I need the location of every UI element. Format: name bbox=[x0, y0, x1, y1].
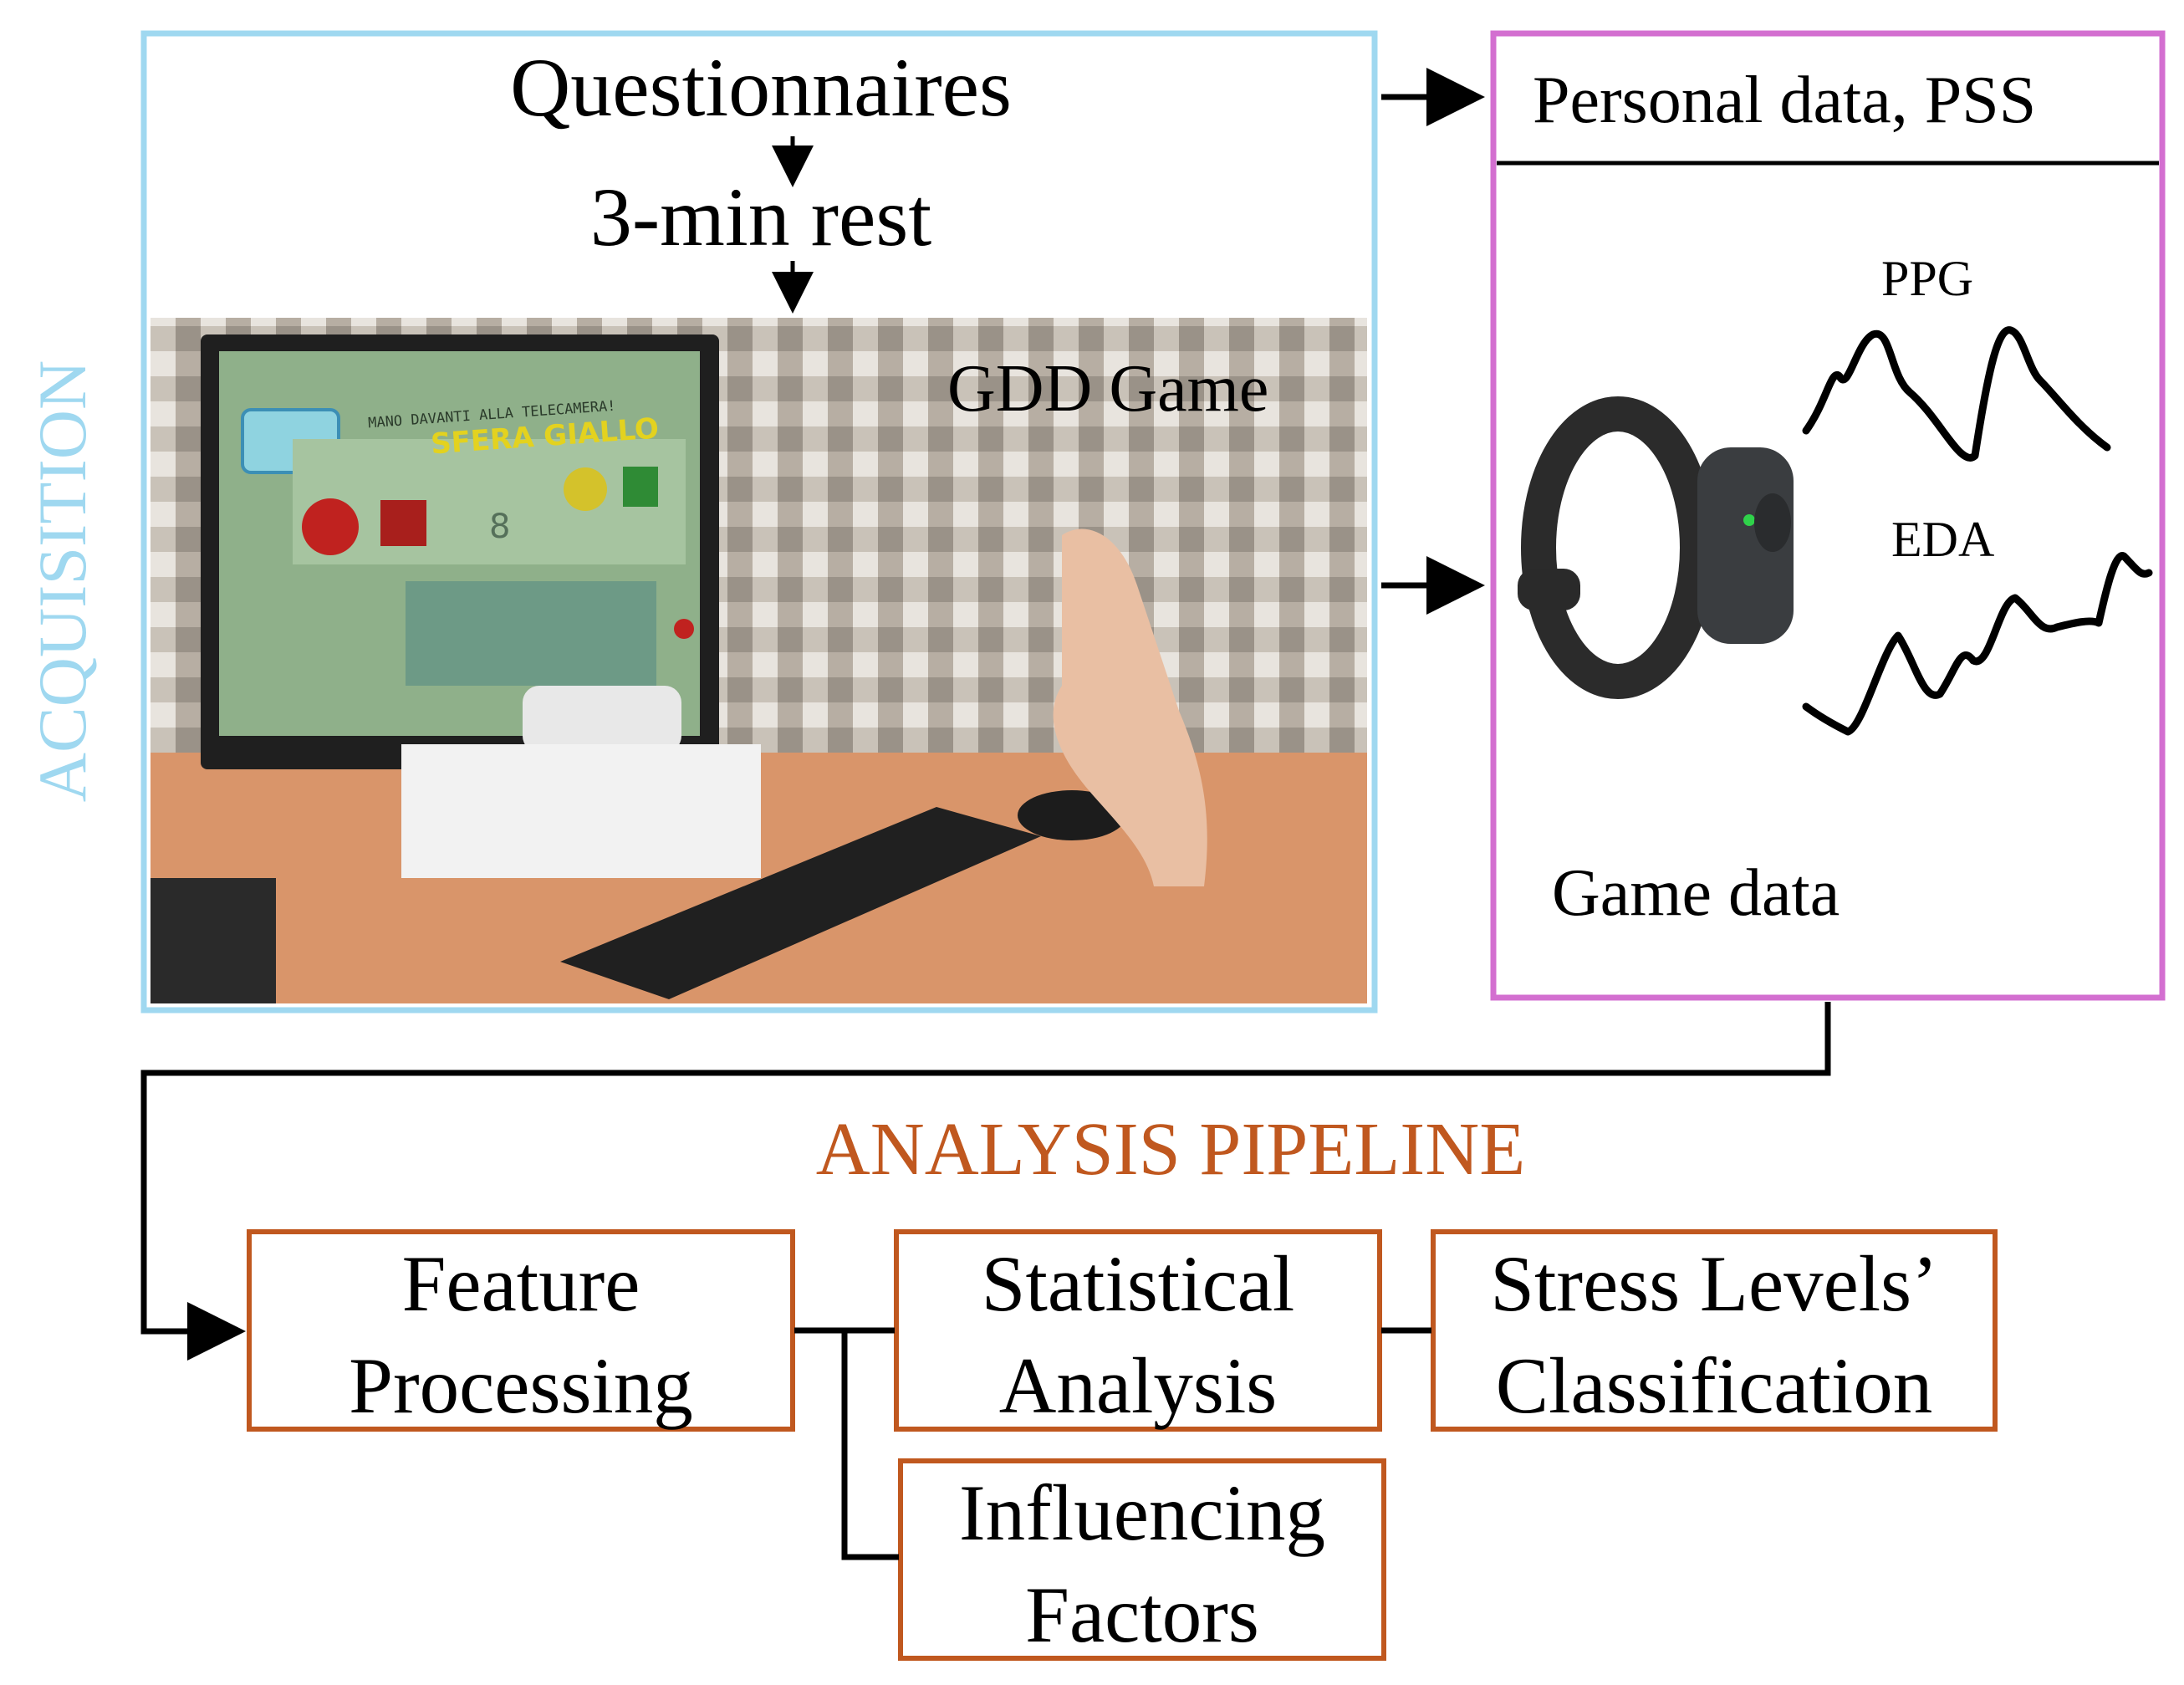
influencing-factors-box bbox=[898, 1458, 1386, 1661]
stress-classification-line2: Classification bbox=[1495, 1341, 1933, 1430]
gdd-game-caption: GDD Game bbox=[947, 352, 1269, 426]
ppg-label: PPG bbox=[1881, 251, 1974, 306]
acquisition-label: ACQUISITION bbox=[24, 360, 100, 803]
step-rest: 3-min rest bbox=[589, 171, 932, 263]
feature-processing-line2: Processing bbox=[349, 1341, 693, 1430]
wristband-device bbox=[1518, 396, 1794, 699]
influencing-factors-line2: Factors bbox=[1025, 1570, 1259, 1659]
statistical-analysis-line2: Analysis bbox=[998, 1341, 1278, 1430]
outputs-frame bbox=[1490, 30, 2166, 1001]
step-questionnaires: Questionnaires bbox=[510, 41, 1012, 134]
feature-processing-line1: Feature bbox=[401, 1239, 640, 1328]
connector-outputs-to-pipeline bbox=[140, 1002, 1831, 1361]
statistical-analysis-line1: Statistical bbox=[981, 1239, 1295, 1328]
personal-data-label: Personal data, PSS bbox=[1533, 64, 2037, 137]
gdd-game-photo bbox=[151, 318, 1367, 1003]
statistical-analysis-box bbox=[894, 1229, 1382, 1432]
eda-label: EDA bbox=[1891, 512, 1995, 567]
stress-classification-line1: Stress Levels’ bbox=[1490, 1239, 1938, 1328]
eda-signal-trace bbox=[1802, 552, 2153, 736]
acquisition-frame bbox=[140, 30, 1378, 1014]
connector-fp-to-if bbox=[841, 1330, 899, 1560]
feature-processing-box bbox=[247, 1229, 795, 1432]
stress-classification-box bbox=[1431, 1229, 1998, 1432]
analysis-pipeline-title: ANALYSIS PIPELINE bbox=[815, 1108, 1526, 1191]
ppg-signal-trace bbox=[1802, 326, 2111, 462]
screen-counter-text: 8 bbox=[489, 508, 511, 546]
game-data-label: Game data bbox=[1552, 856, 1840, 930]
influencing-factors-line1: Influencing bbox=[959, 1468, 1325, 1557]
